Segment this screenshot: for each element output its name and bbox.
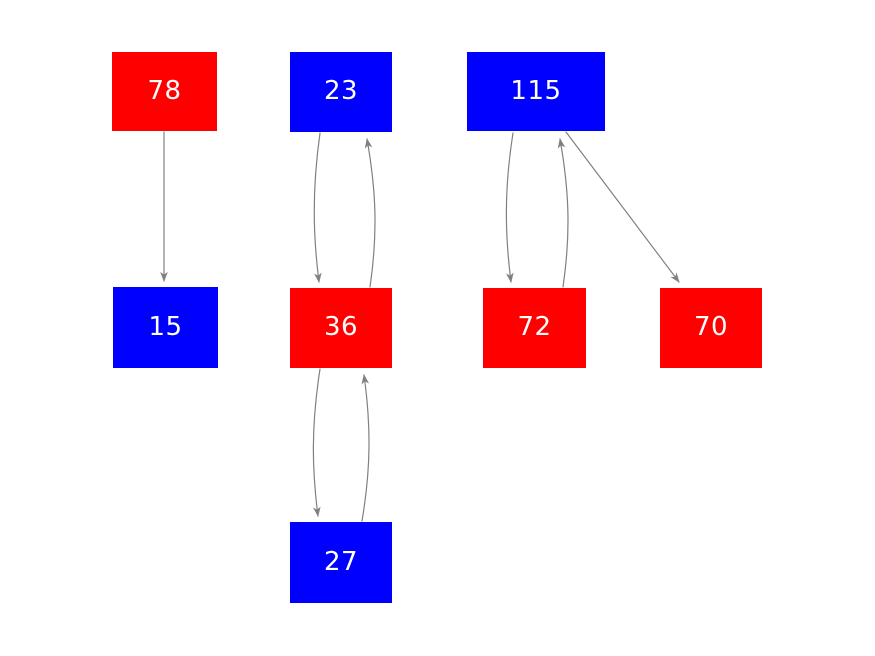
graph-node[interactable]: 70 (660, 288, 762, 368)
graph-node-label: 27 (323, 546, 359, 577)
graph-node-label: 23 (323, 76, 359, 106)
graph-node-label: 15 (148, 311, 183, 342)
graph-node[interactable]: 115 (467, 52, 605, 131)
graph-node[interactable]: 36 (290, 288, 392, 368)
graph-node[interactable]: 27 (290, 522, 392, 603)
graph-node-label: 78 (147, 75, 182, 106)
graph-node[interactable]: 78 (112, 52, 217, 131)
graph-node-label: 36 (323, 312, 359, 342)
graph-node[interactable]: 72 (483, 288, 586, 368)
graph-node-label: 70 (693, 312, 729, 342)
graph-node-label: 72 (517, 312, 552, 342)
graph-node[interactable]: 23 (290, 52, 392, 132)
graph-node-label: 115 (510, 75, 562, 106)
graph-node[interactable]: 15 (113, 287, 218, 368)
